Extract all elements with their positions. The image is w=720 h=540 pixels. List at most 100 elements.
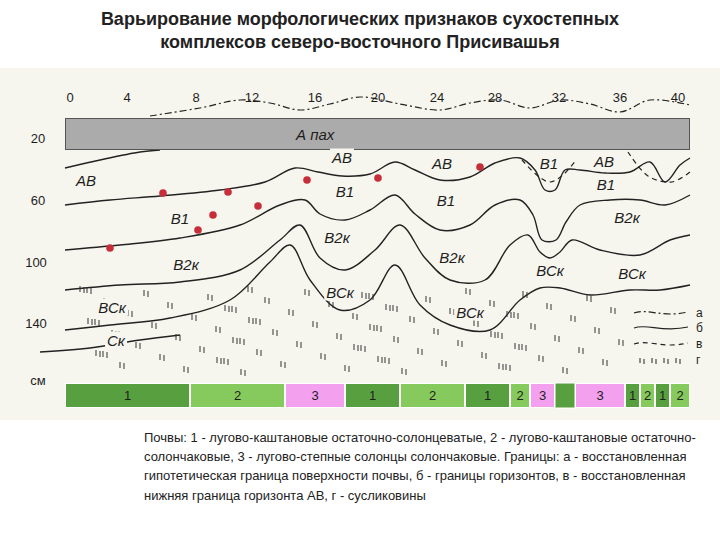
soil-complex-segment: 3 (575, 383, 625, 408)
burrow-dot (194, 226, 202, 234)
depth-tick-label: 140 (25, 317, 47, 330)
tick-mark (168, 302, 172, 309)
legend-line-sample (632, 321, 690, 335)
horizon-label: В2к (171, 256, 200, 273)
legend-item: г (632, 353, 712, 367)
tick-mark (281, 361, 285, 368)
burrow-dot (476, 163, 484, 171)
tick-mark (664, 358, 668, 364)
distance-tick-label: 0 (66, 91, 73, 104)
horizon-label: ВСк (534, 262, 566, 279)
tick-mark (297, 341, 301, 348)
legend-line-sample (632, 306, 690, 320)
tick-mark (120, 362, 124, 369)
tick-mark (200, 346, 204, 353)
title: Варьирование морфологических признаков с… (65, 8, 655, 53)
distance-tick-label: 8 (192, 91, 199, 104)
tick-mark (458, 340, 462, 347)
tick-mark (442, 360, 446, 367)
horizon-boundary (65, 150, 160, 168)
tick-mark (547, 303, 551, 310)
caption: Почвы: 1 - лугово-каштановые остаточно-с… (144, 430, 696, 503)
complex-number: 2 (234, 389, 241, 402)
tick-mark (289, 309, 293, 316)
tick-mark (523, 291, 527, 298)
horizon-label: АВ (592, 153, 616, 170)
burrow-dot (209, 211, 217, 219)
tick-mark (345, 365, 349, 372)
horizon-label: В2к (322, 229, 351, 246)
horizon-label: АВ (430, 155, 454, 172)
tick-mark (313, 321, 317, 328)
burrow-dot (106, 244, 114, 252)
burrow-dot (303, 176, 311, 184)
tick-mark (377, 325, 381, 332)
tick-mark (587, 295, 591, 302)
tick-mark (499, 363, 503, 370)
tick-mark (571, 315, 575, 322)
tick-mark (603, 359, 607, 366)
horizon-label: В2к (437, 249, 466, 266)
soil-complex-segment: 2 (510, 383, 530, 408)
tick-mark (95, 319, 99, 326)
tick-mark (676, 358, 680, 364)
restored-surface-line (150, 97, 690, 116)
complex-number: 3 (539, 389, 546, 402)
line-sample (634, 343, 688, 345)
distance-tick-label: 16 (308, 91, 322, 104)
complex-number: 3 (596, 389, 603, 402)
tick-mark (224, 358, 228, 365)
plough-horizon-band: А пах (65, 118, 690, 150)
legend-line-sample (632, 337, 690, 351)
horizon-boundary (65, 195, 690, 250)
distance-tick-label: 40 (671, 91, 685, 104)
tick-mark (482, 352, 486, 359)
tick-mark (611, 307, 615, 314)
tick-mark (370, 324, 374, 331)
legend-line-sample (632, 353, 690, 367)
tick-mark (232, 306, 236, 313)
tick-mark (385, 357, 389, 364)
tick-mark (640, 358, 644, 364)
tick-mark (410, 316, 414, 323)
tick-mark (426, 296, 430, 303)
distance-tick-label: 32 (552, 91, 566, 104)
diagram-ground (0, 68, 720, 420)
legend-item: а (632, 306, 712, 320)
distance-tick-label: 24 (430, 91, 444, 104)
tick-mark (248, 286, 252, 293)
complex-number: 2 (516, 389, 523, 402)
complex-number: 1 (369, 389, 376, 402)
soil-complex-segment: 2 (670, 383, 690, 408)
tick-mark (418, 348, 422, 355)
horizon-label: ВСк (454, 304, 486, 321)
tick-mark (273, 329, 277, 336)
distance-tick-label: 28 (488, 91, 502, 104)
line-sample (634, 327, 688, 329)
tick-mark (490, 300, 494, 307)
tick-mark (208, 294, 212, 301)
tick-mark (507, 311, 511, 318)
tick-mark (265, 297, 269, 304)
complex-number: 2 (644, 389, 651, 402)
depth-tick-label: 60 (31, 194, 45, 207)
tick-mark (160, 354, 164, 361)
burrow-dot (254, 202, 262, 210)
tick-mark (362, 292, 366, 299)
tick-mark (128, 310, 132, 317)
tick-mark (522, 344, 526, 351)
horizon-label: В2к (612, 209, 641, 226)
tick-mark (386, 304, 390, 311)
tick-mark (498, 332, 502, 339)
tick-mark (579, 347, 583, 354)
tick-mark (192, 314, 196, 321)
legend-letter: г (696, 354, 700, 366)
tick-mark (466, 288, 470, 295)
tick-mark (394, 336, 398, 343)
tick-mark (506, 364, 510, 371)
depth-tick-label: 20 (31, 132, 45, 145)
complex-number: 1 (629, 389, 636, 402)
tick-mark (96, 350, 100, 357)
tick-mark (434, 328, 438, 335)
complex-number: 1 (659, 389, 666, 402)
